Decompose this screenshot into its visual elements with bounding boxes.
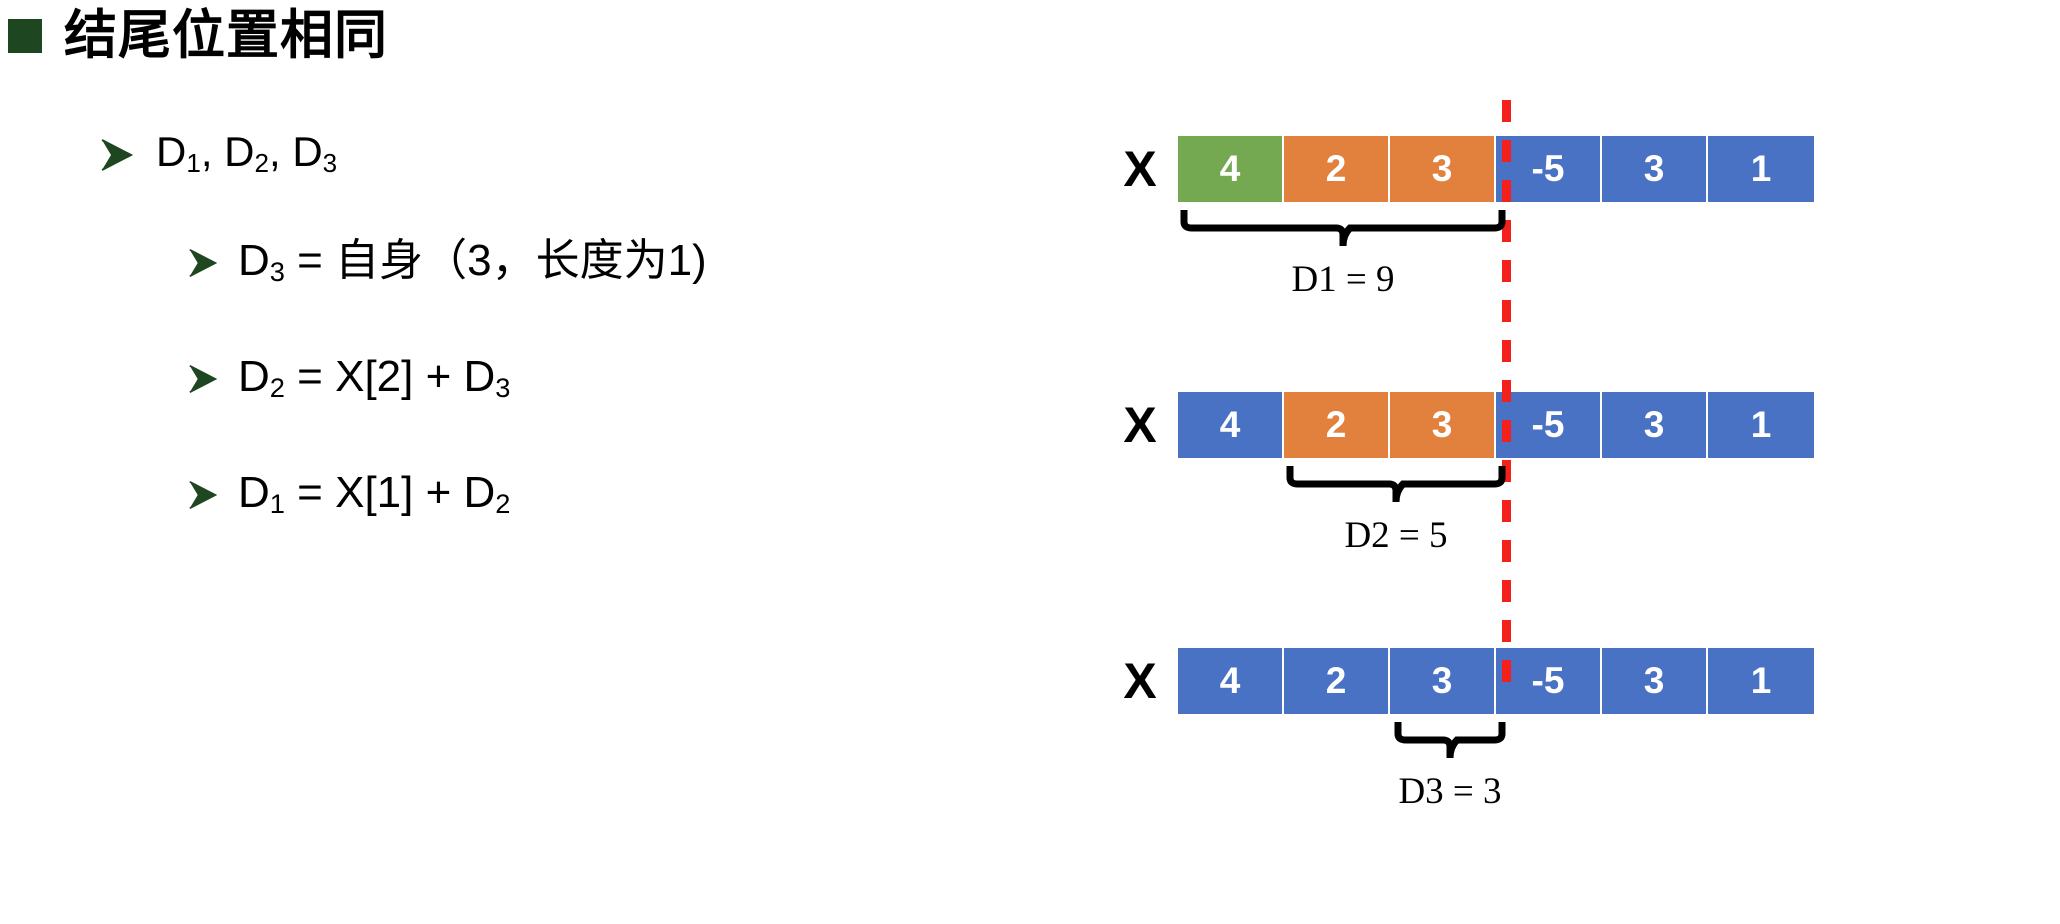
array-cell: 4 [1178,648,1284,714]
array-label: X [1123,397,1157,453]
curly-brace-icon [1178,208,1508,248]
array-cell: -5 [1496,392,1602,458]
curly-brace-icon [1284,464,1508,504]
array-label: X [1123,653,1157,709]
array-cell: 3 [1602,136,1708,202]
bullet-text-d1: D1 = X[1] + D2 [238,468,511,519]
array-diagram: X 4 2 3 -5 3 1 X 4 2 3 -5 3 1 X 4 2 3 -5… [1080,0,2060,924]
bullet-item-d1: D1 = X[1] + D2 [188,468,511,519]
page-title: 结尾位置相同 [64,6,388,65]
array-cell: 4 [1178,136,1284,202]
array-cell: 1 [1708,392,1814,458]
array-cell: 1 [1708,136,1814,202]
brace-group-d2: D2 = 5 [1284,464,1508,557]
bullet-text-d3: D3 = 自身（3，长度为1) [238,236,707,287]
array-cell: 3 [1602,392,1708,458]
array-cell: -5 [1496,136,1602,202]
array-cell: 2 [1284,392,1390,458]
brace-label-d2: D2 = 5 [1344,515,1448,556]
arrow-bullet-icon [189,248,218,278]
brace-label-d1: D1 = 9 [1291,259,1395,300]
array-row: X 4 2 3 -5 3 1 [1102,392,1814,458]
array-cells: 4 2 3 -5 3 1 [1178,648,1814,714]
array-cell: 3 [1390,136,1496,202]
array-cell: -5 [1496,648,1602,714]
arrow-bullet-icon [189,480,218,510]
arrow-bullet-icon [189,364,218,394]
array-cells: 4 2 3 -5 3 1 [1178,136,1814,202]
bullet-item-d2: D2 = X[2] + D3 [188,352,511,403]
brace-group-d3: D3 = 3 [1392,720,1508,813]
array-label: X [1123,141,1157,197]
brace-group-d1: D1 = 9 [1178,208,1508,301]
array-cell: 3 [1390,392,1496,458]
arrow-bullet-icon [101,139,134,171]
array-row: X 4 2 3 -5 3 1 [1102,648,1814,714]
array-cell: 2 [1284,648,1390,714]
curly-brace-icon [1392,720,1508,760]
slide-text-column: 结尾位置相同 D1, D2, D3 D3 = 自身（3，长度为1) D2 = X… [8,8,707,519]
array-cell: 2 [1284,136,1390,202]
square-bullet-icon [8,18,42,53]
brace-label-d3: D3 = 3 [1398,771,1502,812]
bullet-text-d2: D2 = X[2] + D3 [238,352,511,403]
red-dashed-divider [1502,100,1511,696]
array-cell: 3 [1390,648,1496,714]
array-cells: 4 2 3 -5 3 1 [1178,392,1814,458]
array-cell: 3 [1602,648,1708,714]
slide-title-row: 结尾位置相同 [8,8,388,64]
array-row: X 4 2 3 -5 3 1 [1102,136,1814,202]
bullet-item-d3: D3 = 自身（3，长度为1) [188,236,707,287]
bullet-item-level1: D1, D2, D3 [100,128,338,178]
array-cell: 4 [1178,392,1284,458]
bullet-text-d-list: D1, D2, D3 [156,128,338,178]
array-cell: 1 [1708,648,1814,714]
